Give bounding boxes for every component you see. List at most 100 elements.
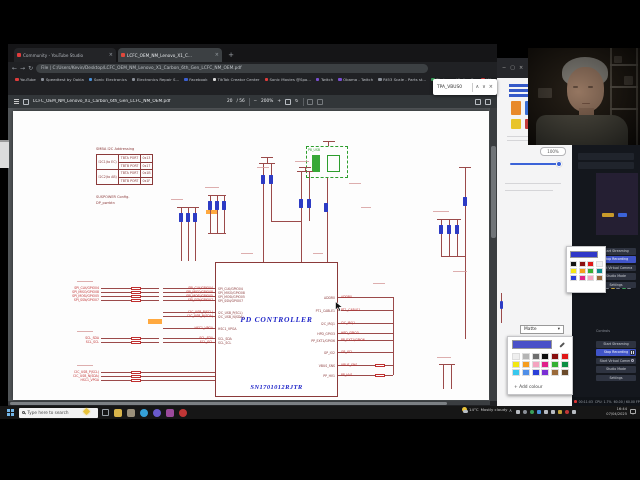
palette-swatch[interactable] bbox=[561, 353, 569, 360]
thumbnail-tile[interactable] bbox=[511, 119, 521, 129]
maximize-icon[interactable]: ▢ bbox=[510, 65, 515, 71]
network-icon[interactable] bbox=[551, 409, 555, 414]
obs-button-stop-recording[interactable]: Stop Recording bbox=[596, 256, 636, 263]
task-view-icon[interactable] bbox=[102, 409, 109, 416]
palette-swatch[interactable] bbox=[578, 275, 586, 281]
battery-icon[interactable] bbox=[572, 409, 576, 414]
obs-button-start-virtual-camera[interactable]: Start Virtual Camera bbox=[596, 264, 636, 272]
palette-swatch[interactable] bbox=[578, 261, 586, 267]
palette-swatch[interactable] bbox=[595, 268, 603, 274]
palette-swatch[interactable] bbox=[587, 268, 595, 274]
tab-close-icon[interactable]: × bbox=[214, 52, 219, 58]
palette-swatch[interactable] bbox=[521, 353, 530, 360]
chevron-up-icon[interactable]: ∧ bbox=[508, 408, 513, 414]
eyedropper-icon[interactable] bbox=[558, 341, 566, 349]
gear-icon[interactable] bbox=[630, 358, 635, 364]
palette-swatch[interactable] bbox=[561, 361, 569, 368]
palette-swatch[interactable] bbox=[551, 369, 560, 376]
find-next-icon[interactable]: ∨ bbox=[482, 84, 486, 90]
horizontal-scrollbar[interactable] bbox=[8, 401, 490, 405]
bookmark-item[interactable]: Facebook bbox=[184, 77, 208, 82]
pin-icon[interactable] bbox=[516, 409, 520, 414]
palette-swatch[interactable] bbox=[512, 369, 520, 376]
new-tab-button[interactable]: + bbox=[228, 51, 234, 59]
pdf-menu-icon[interactable] bbox=[14, 99, 19, 100]
blue-app-icon[interactable] bbox=[537, 409, 541, 414]
obs-button-settings[interactable]: Settings bbox=[596, 374, 636, 382]
obs-button-start-virtual-camera[interactable]: Start Virtual Camera bbox=[596, 357, 636, 365]
palette-swatch[interactable] bbox=[531, 353, 540, 360]
obs-button-start-streaming[interactable]: Start Streaming bbox=[596, 341, 636, 348]
palette-swatch[interactable] bbox=[541, 369, 550, 376]
volume-slider[interactable] bbox=[510, 163, 560, 165]
bookmark-item[interactable]: TikTok Creator Center bbox=[212, 77, 260, 82]
zoom-in-button[interactable]: + bbox=[277, 99, 281, 104]
url-field[interactable]: File | C:/Users/Kevin/Desktop/LCFC_OEM_N… bbox=[36, 64, 429, 73]
annotate-icon[interactable] bbox=[307, 98, 314, 105]
palette-swatch[interactable] bbox=[570, 275, 577, 281]
slider-knob[interactable] bbox=[556, 160, 562, 167]
bookmark-item[interactable]: Twitch bbox=[315, 77, 333, 82]
obs-button-settings[interactable]: Settings bbox=[596, 281, 636, 289]
find-previous-icon[interactable]: ∧ bbox=[475, 84, 480, 90]
palette-swatch[interactable] bbox=[541, 353, 550, 360]
shield-icon[interactable] bbox=[558, 409, 562, 414]
bookmark-item[interactable]: Sonic Movies @Spo... bbox=[264, 77, 311, 82]
palette-swatch[interactable] bbox=[531, 361, 540, 368]
pdf-viewport[interactable]: SMBA I2C Addressing I2C1(to EC)TBTA PORT… bbox=[8, 108, 490, 401]
palette-swatch[interactable] bbox=[551, 353, 560, 360]
file-explorer-icon[interactable] bbox=[114, 408, 122, 417]
palette-swatch[interactable] bbox=[587, 275, 595, 281]
palette-swatch[interactable] bbox=[541, 361, 550, 368]
highlight-icon[interactable] bbox=[317, 98, 324, 105]
scrollbar-thumb[interactable] bbox=[491, 146, 496, 238]
forward-icon[interactable]: → bbox=[20, 65, 26, 72]
taskbar-clock[interactable]: 16:44 07/04/2025 bbox=[599, 407, 627, 418]
vertical-scrollbar[interactable] bbox=[490, 108, 497, 401]
scrollbar-thumb[interactable] bbox=[10, 401, 447, 405]
close-icon[interactable]: × bbox=[518, 65, 524, 71]
weather-widget[interactable]: 14°C Mostly cloudy bbox=[462, 407, 507, 413]
palette-swatch[interactable] bbox=[551, 361, 560, 368]
reload-icon[interactable]: ↻ bbox=[28, 65, 34, 72]
fit-page-icon[interactable] bbox=[284, 98, 291, 105]
bookmark-item[interactable]: Obama - Twitch bbox=[338, 77, 373, 82]
palette-swatch[interactable] bbox=[595, 261, 603, 267]
palette-swatch[interactable] bbox=[512, 361, 520, 368]
print-icon[interactable] bbox=[485, 98, 491, 105]
matte-dropdown[interactable]: Matte ▾ bbox=[520, 325, 564, 334]
rotate-icon[interactable]: ↻ bbox=[294, 99, 299, 104]
bookmark-item[interactable]: YouTube bbox=[15, 77, 36, 82]
discord-icon[interactable] bbox=[153, 408, 161, 417]
obs-button-start-streaming[interactable]: Start Streaming bbox=[596, 248, 636, 255]
download-icon[interactable] bbox=[475, 98, 481, 105]
green-status-icon[interactable] bbox=[530, 409, 534, 414]
gimp-icon[interactable] bbox=[127, 408, 135, 417]
palette-swatch[interactable] bbox=[521, 361, 530, 368]
palette-swatch[interactable] bbox=[521, 369, 530, 376]
bookmark-item[interactable]: Speedtest by Ookla bbox=[40, 77, 84, 82]
thumbnail-tile[interactable] bbox=[511, 101, 521, 115]
minimize-icon[interactable]: − bbox=[502, 65, 507, 71]
pdf-page-number[interactable]: 20 bbox=[227, 99, 233, 104]
tab-1[interactable]: Community - YouTube Studio× bbox=[14, 48, 116, 62]
obs-button-studio-mode[interactable]: Studio Mode bbox=[596, 366, 636, 373]
palette-swatch[interactable] bbox=[570, 268, 577, 274]
obs-button-studio-mode[interactable]: Studio Mode bbox=[596, 273, 636, 280]
speaker-icon[interactable] bbox=[544, 409, 548, 414]
bookmark-item[interactable]: Electronics Repair S... bbox=[131, 77, 179, 82]
palette-swatch[interactable] bbox=[595, 275, 603, 281]
obs-record-icon[interactable] bbox=[179, 408, 187, 417]
palette-swatch[interactable] bbox=[531, 369, 540, 376]
zoom-out-button[interactable]: − bbox=[253, 99, 258, 104]
palette-swatch[interactable] bbox=[570, 261, 577, 267]
palette-swatch[interactable] bbox=[578, 268, 586, 274]
close-icon[interactable]: × bbox=[488, 84, 493, 90]
pause-icon[interactable] bbox=[630, 350, 635, 356]
palette-swatch[interactable] bbox=[512, 353, 520, 360]
find-query[interactable]: TPA_VBUS0 bbox=[437, 84, 463, 90]
bookmark-item[interactable]: Sonic Electronics bbox=[88, 77, 127, 82]
tab-close-icon[interactable]: × bbox=[108, 52, 113, 58]
tab-2[interactable]: LCFC_OEM_NM_Lenovo_X1_C...× bbox=[118, 48, 222, 62]
notification-icon[interactable] bbox=[630, 409, 636, 415]
